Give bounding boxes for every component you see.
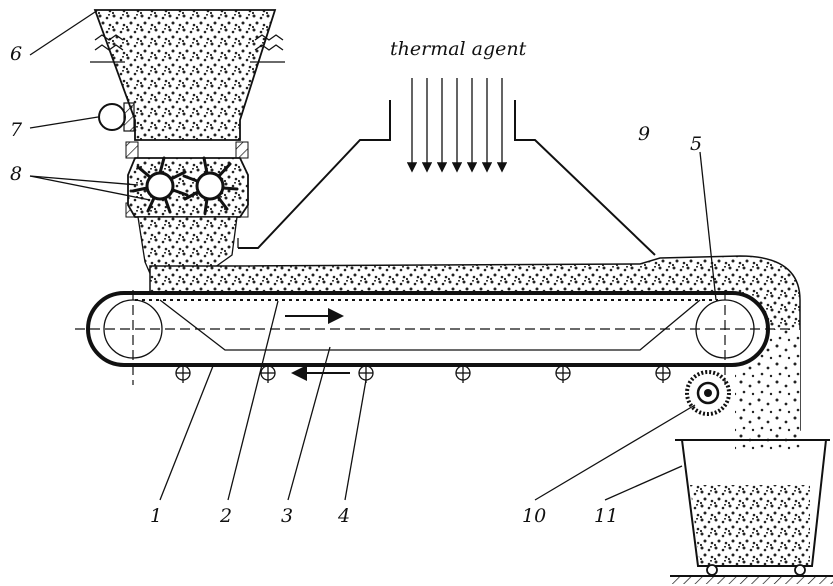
rotor-left xyxy=(131,156,189,214)
hopper-spring-left xyxy=(90,34,125,63)
collecting-bin xyxy=(670,439,833,584)
callout-2: 2 xyxy=(219,505,232,527)
thermal-agent-label: thermal agent xyxy=(390,38,527,60)
callout-8: 8 xyxy=(10,163,22,185)
callout-11: 11 xyxy=(594,505,618,527)
vibrator xyxy=(98,102,135,132)
rotary-feeder xyxy=(127,156,249,218)
leader-lines xyxy=(29,11,717,501)
callout-9: 9 xyxy=(638,123,650,145)
thermal-agent-arrows xyxy=(406,78,508,173)
callout-6: 6 xyxy=(10,43,22,65)
callout-4: 4 xyxy=(337,505,350,527)
cleaning-brush xyxy=(685,370,731,416)
drying-chamber xyxy=(237,100,656,256)
support-rollers xyxy=(175,365,671,383)
callout-7: 7 xyxy=(10,119,23,141)
callout-5: 5 xyxy=(690,133,702,155)
callout-1: 1 xyxy=(150,505,162,527)
belt-conveyor xyxy=(75,290,790,385)
rotor-right xyxy=(182,156,239,215)
callout-10: 10 xyxy=(522,505,546,527)
callout-3: 3 xyxy=(281,505,293,527)
hopper-spring-right xyxy=(250,34,285,63)
feed-hopper xyxy=(90,9,285,141)
